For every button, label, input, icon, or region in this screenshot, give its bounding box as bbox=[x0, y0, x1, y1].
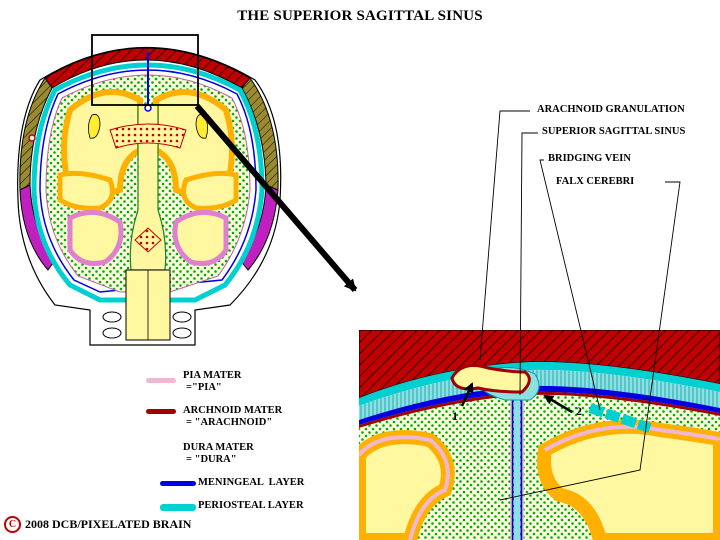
leader-lines bbox=[479, 110, 681, 501]
zoom-arrow bbox=[194, 104, 358, 292]
marker-1: 1 bbox=[452, 409, 458, 423]
label-arachnoid-granulation: ARACHNOID GRANULATION bbox=[537, 104, 685, 115]
label-superior-sagittal-sinus: SUPERIOR SAGITTAL SINUS bbox=[542, 126, 686, 137]
arrow-2 bbox=[543, 394, 573, 414]
label-bridging-vein: BRIDGING VEIN bbox=[548, 153, 631, 164]
legend-pia-line1: PIA MATER bbox=[183, 370, 242, 381]
legend-dura-line2: = "DURA" bbox=[186, 454, 237, 465]
zoomed-detail bbox=[359, 330, 720, 540]
legend-arachnoid-line2: = "ARACHNOID" bbox=[186, 417, 273, 428]
copyright: C 2008 DCB/PIXELATED BRAIN bbox=[4, 516, 191, 533]
copyright-text: 2008 DCB/PIXELATED BRAIN bbox=[25, 517, 192, 531]
legend-swatch-pia bbox=[146, 378, 176, 383]
legend-arachnoid-line1: ARCHNOID MATER bbox=[183, 405, 283, 416]
legend-dura-line1: DURA MATER bbox=[183, 442, 254, 453]
label-falx-cerebri: FALX CEREBRI bbox=[556, 176, 635, 187]
legend-swatch-arachnoid bbox=[146, 409, 176, 414]
legend-swatch-periosteal bbox=[160, 504, 196, 511]
page-title: THE SUPERIOR SAGITTAL SINUS bbox=[237, 8, 483, 24]
marker-2: 2 bbox=[576, 404, 582, 418]
focus-box bbox=[91, 34, 199, 106]
legend-meningeal: MENINGEAL LAYER bbox=[198, 477, 305, 488]
arrow-1 bbox=[460, 382, 474, 407]
legend-pia-line2: ="PIA" bbox=[186, 382, 222, 393]
legend-swatch-meningeal bbox=[160, 481, 196, 486]
coronal-head-section bbox=[17, 46, 282, 346]
legend-periosteal: PERIOSTEAL LAYER bbox=[198, 500, 304, 511]
copyright-icon: C bbox=[4, 516, 21, 533]
